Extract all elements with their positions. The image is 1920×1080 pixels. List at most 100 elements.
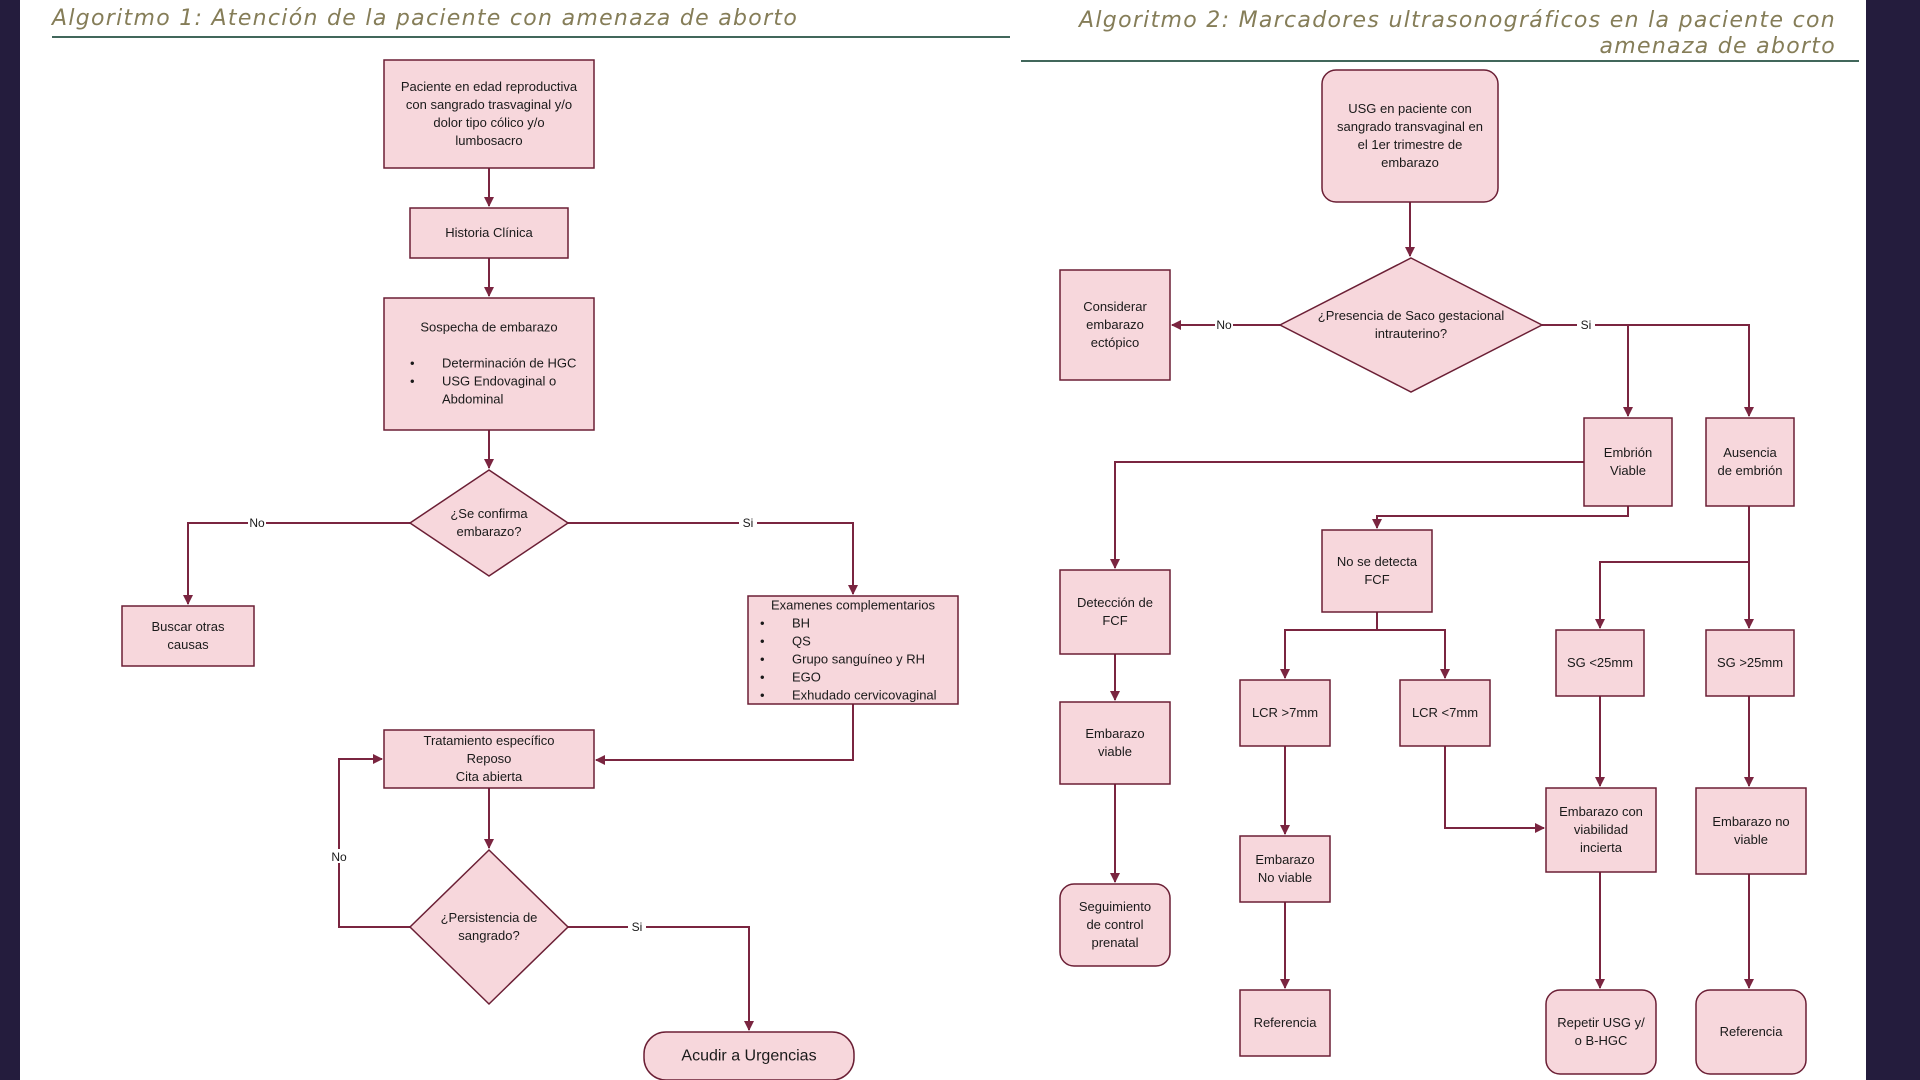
node-saco: ¿Presencia de Saco gestacional intrauteri… xyxy=(1278,257,1544,393)
node-repetir: Repetir USG y/o B-HGC xyxy=(1545,989,1657,1075)
node-text: sangrado transvaginal en xyxy=(1337,119,1483,134)
bullet: • xyxy=(760,670,765,685)
node-text: Repetir USG y/ xyxy=(1557,1015,1645,1030)
edge-confirma-buscar xyxy=(183,522,410,605)
edge-confirma-examenes xyxy=(568,522,858,595)
node-text: el 1er trimestre de xyxy=(1358,137,1463,152)
node-text: Ausencia xyxy=(1723,445,1777,460)
svg-text:Si: Si xyxy=(632,920,643,934)
node-text: Acudir a Urgencias xyxy=(681,1047,816,1064)
node-text: FCF xyxy=(1102,613,1127,628)
edge-label-no: No xyxy=(248,515,266,530)
node-usg: USG en paciente con sangrado transvaginal… xyxy=(1321,69,1499,203)
node-incierta: Embarazo con viabilidad incierta xyxy=(1545,787,1657,873)
node-text: ¿Presencia de Saco gestacional xyxy=(1318,308,1505,323)
bullet: • xyxy=(410,374,415,389)
node-text: dolor tipo cólico y/o xyxy=(433,115,544,130)
edge-persistencia-tratamiento xyxy=(338,754,410,928)
edge-label-si: Si xyxy=(628,919,646,934)
node-text: SG <25mm xyxy=(1567,655,1633,670)
node-text: Viable xyxy=(1610,463,1646,478)
node-text: embarazo xyxy=(1381,155,1439,170)
node-text: de embrión xyxy=(1717,463,1782,478)
node-lcr-menor: LCR <7mm xyxy=(1399,679,1491,747)
edge-ausencia-sgmenor xyxy=(1595,561,1749,629)
node-text: QS xyxy=(792,634,811,649)
node-text: Sospecha de embarazo xyxy=(420,320,557,335)
node-text: SG >25mm xyxy=(1717,655,1783,670)
node-buscar: Buscar otras causas xyxy=(121,605,255,667)
node-text: Embrión xyxy=(1604,445,1652,460)
node-text: de control xyxy=(1086,917,1143,932)
edge-saco-ausencia xyxy=(1542,324,1754,417)
node-text: No viable xyxy=(1258,870,1312,885)
node-text: Detección de xyxy=(1077,595,1153,610)
svg-text:Si: Si xyxy=(743,516,754,530)
node-text: ¿Se confirma xyxy=(450,506,528,521)
node-text: Examenes complementarios xyxy=(771,598,936,613)
node-text: sangrado? xyxy=(458,928,519,943)
node-sg-menor: SG <25mm xyxy=(1555,629,1645,697)
edge-nofcf-lcrmayor xyxy=(1280,612,1378,679)
svg-text:Si: Si xyxy=(1581,318,1592,332)
node-persistencia: ¿Persistencia de sangrado? xyxy=(408,848,570,1006)
node-text: ectópico xyxy=(1091,335,1139,350)
node-text: Referencia xyxy=(1720,1024,1784,1039)
node-text: LCR >7mm xyxy=(1252,705,1318,720)
node-text: Buscar otras xyxy=(152,619,225,634)
node-text: Tratamiento específico xyxy=(423,733,554,748)
bullet: • xyxy=(760,616,765,631)
edge-embrion-nofcf xyxy=(1372,506,1629,529)
node-deteccion: Detección de FCF xyxy=(1059,569,1171,655)
edge-label-si: Si xyxy=(739,515,757,530)
node-text: Embarazo xyxy=(1255,852,1314,867)
node-sospecha: Sospecha de embarazo • Determinación de HG… xyxy=(383,297,595,431)
node-text: prenatal xyxy=(1092,935,1139,950)
node-text: Referencia xyxy=(1254,1015,1318,1030)
node-text: Historia Clínica xyxy=(445,225,533,240)
node-text: Cita abierta xyxy=(456,769,523,784)
bullet: • xyxy=(760,652,765,667)
node-text: USG en paciente con xyxy=(1348,101,1472,116)
node-text: o B-HGC xyxy=(1575,1033,1628,1048)
node-text: LCR <7mm xyxy=(1412,705,1478,720)
edge-lcrmenor-incierta xyxy=(1444,746,1545,833)
edge-label-si: Si xyxy=(1577,317,1595,332)
bullet: • xyxy=(760,634,765,649)
algorithm-1-title: Algoritmo 1: Atención de la paciente con… xyxy=(52,6,799,31)
node-text: Embarazo xyxy=(1085,726,1144,741)
node-text: ¿Persistencia de xyxy=(441,910,538,925)
bullet: • xyxy=(410,356,415,371)
node-text: intrauterino? xyxy=(1375,326,1447,341)
node-text: Grupo sanguíneo y RH xyxy=(792,652,925,667)
node-viable: Embarazo viable xyxy=(1059,701,1171,785)
bullet: • xyxy=(760,688,765,703)
node-text: causas xyxy=(167,637,209,652)
node-ausencia: Ausencia de embrión xyxy=(1705,417,1795,507)
node-text: viabilidad xyxy=(1574,822,1628,837)
node-text: Embarazo con xyxy=(1559,804,1643,819)
node-sg-mayor: SG >25mm xyxy=(1705,629,1795,697)
node-text: BH xyxy=(792,616,810,631)
node-historia: Historia Clínica xyxy=(409,207,569,259)
node-examenes: Examenes complementarios • BH • QS • Grupo san… xyxy=(747,595,959,705)
node-text: lumbosacro xyxy=(455,133,522,148)
node-text: Determinación de HGC xyxy=(442,356,576,371)
node-no-viable: Embarazo No viable xyxy=(1239,835,1331,903)
node-text: viable xyxy=(1098,744,1132,759)
algorithm-2-title-rule xyxy=(1021,60,1859,62)
slide: Algoritmo 1: Atención de la paciente con… xyxy=(20,0,1866,1080)
node-text: con sangrado trasvaginal y/o xyxy=(406,97,572,112)
edge-nofcf-lcrmenor xyxy=(1377,629,1450,679)
edge-label-no: No xyxy=(330,849,348,864)
svg-text:No: No xyxy=(249,516,265,530)
node-text: USG Endovaginal o xyxy=(442,374,556,389)
node-text: incierta xyxy=(1580,840,1623,855)
algorithm-1-title-rule xyxy=(52,36,1010,38)
node-text: Considerar xyxy=(1083,299,1147,314)
